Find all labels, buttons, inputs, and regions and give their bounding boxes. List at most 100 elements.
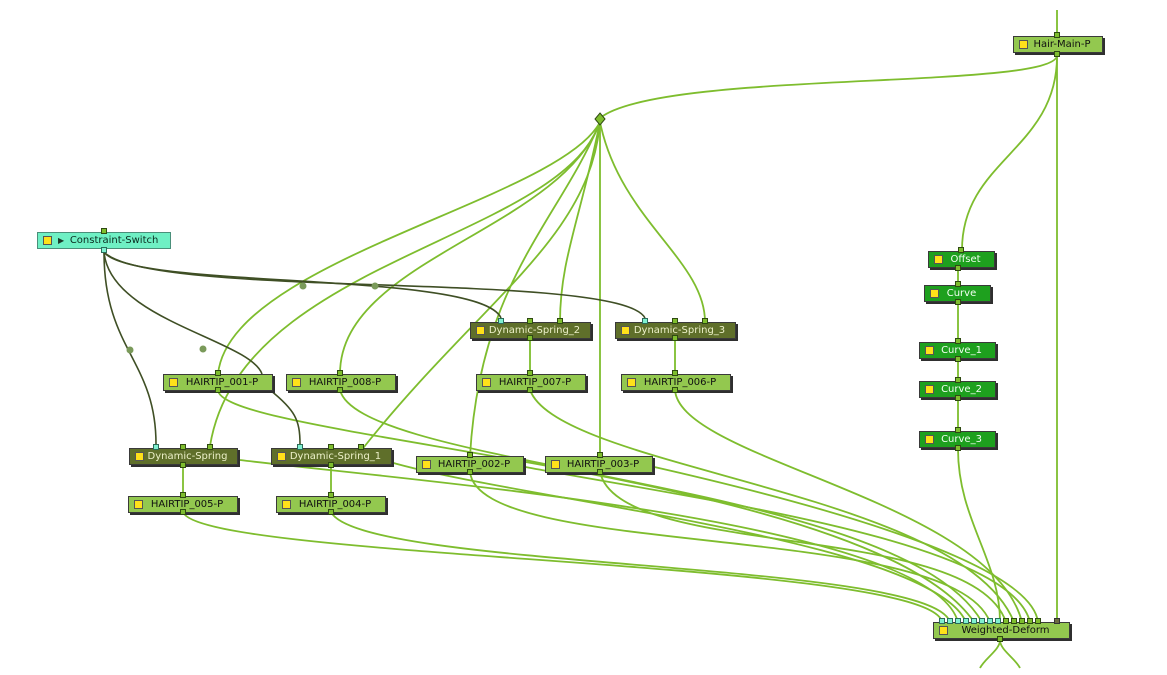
input-port[interactable] xyxy=(955,281,961,287)
output-port[interactable] xyxy=(1054,51,1060,57)
node-label: Dynamic-Spring xyxy=(147,451,228,462)
enable-toggle[interactable] xyxy=(134,500,143,509)
input-port[interactable] xyxy=(358,444,364,450)
enable-toggle[interactable] xyxy=(930,289,939,298)
input-port[interactable] xyxy=(527,370,533,376)
output-port[interactable] xyxy=(467,469,473,475)
node-label: Curve_3 xyxy=(941,434,982,445)
input-port[interactable] xyxy=(955,427,961,433)
input-port[interactable] xyxy=(702,318,708,324)
output-port[interactable] xyxy=(672,335,678,341)
enable-toggle[interactable] xyxy=(925,346,934,355)
output-port[interactable] xyxy=(101,247,107,253)
enable-toggle[interactable] xyxy=(135,452,144,461)
wire-003-deform xyxy=(599,471,1007,623)
input-port[interactable] xyxy=(180,444,186,450)
output-port[interactable] xyxy=(597,469,603,475)
input-port[interactable] xyxy=(1054,32,1060,38)
output-port[interactable] xyxy=(180,509,186,515)
input-port[interactable] xyxy=(642,318,648,324)
enable-toggle[interactable] xyxy=(422,460,431,469)
input-port[interactable] xyxy=(207,444,213,450)
input-port[interactable] xyxy=(1027,618,1033,624)
enable-toggle[interactable] xyxy=(939,626,948,635)
output-port[interactable] xyxy=(955,299,961,305)
wire-007-deform xyxy=(529,389,1015,623)
node-label: Offset xyxy=(950,254,981,265)
enable-toggle[interactable] xyxy=(277,452,286,461)
input-port[interactable] xyxy=(1054,618,1060,624)
wire-switch-ds3 xyxy=(103,251,646,319)
input-port[interactable] xyxy=(963,618,969,624)
input-port[interactable] xyxy=(947,618,953,624)
node-label: Dynamic-Spring_2 xyxy=(488,325,581,336)
input-port[interactable] xyxy=(101,228,107,234)
input-port[interactable] xyxy=(672,370,678,376)
input-port[interactable] xyxy=(955,618,961,624)
wire-008-deform xyxy=(339,389,983,623)
enable-toggle[interactable] xyxy=(621,326,630,335)
output-port[interactable] xyxy=(955,265,961,271)
enable-toggle[interactable] xyxy=(1019,40,1028,49)
input-port[interactable] xyxy=(995,618,1001,624)
output-port[interactable] xyxy=(527,387,533,393)
input-port[interactable] xyxy=(1011,618,1017,624)
wire-hairmain-offset xyxy=(961,55,1058,251)
input-port[interactable] xyxy=(527,318,533,324)
output-port[interactable] xyxy=(955,395,961,401)
output-port[interactable] xyxy=(997,636,1003,642)
enable-toggle[interactable] xyxy=(925,385,934,394)
enable-toggle[interactable] xyxy=(43,236,52,245)
enable-toggle[interactable] xyxy=(476,326,485,335)
input-port[interactable] xyxy=(328,492,334,498)
input-port[interactable] xyxy=(1035,618,1041,624)
output-port[interactable] xyxy=(337,387,343,393)
input-port[interactable] xyxy=(498,318,504,324)
input-port[interactable] xyxy=(557,318,563,324)
input-port[interactable] xyxy=(987,618,993,624)
wire-hub-ds2a xyxy=(559,121,601,323)
output-port[interactable] xyxy=(215,387,221,393)
wire-hub-ds3 xyxy=(599,121,706,323)
node-offset[interactable]: Offset xyxy=(928,251,995,268)
output-port[interactable] xyxy=(955,356,961,362)
output-port[interactable] xyxy=(328,509,334,515)
input-port[interactable] xyxy=(1003,618,1009,624)
input-port[interactable] xyxy=(597,452,603,458)
output-port[interactable] xyxy=(527,335,533,341)
input-port[interactable] xyxy=(215,370,221,376)
wire-hairmain-hub xyxy=(599,55,1058,119)
input-port[interactable] xyxy=(153,444,159,450)
enable-toggle[interactable] xyxy=(169,378,178,387)
input-port[interactable] xyxy=(955,338,961,344)
input-port[interactable] xyxy=(958,247,964,253)
input-port[interactable] xyxy=(979,618,985,624)
output-port[interactable] xyxy=(328,462,334,468)
enable-toggle[interactable] xyxy=(627,378,636,387)
enable-toggle[interactable] xyxy=(551,460,560,469)
input-port[interactable] xyxy=(337,370,343,376)
input-port[interactable] xyxy=(180,492,186,498)
input-port[interactable] xyxy=(672,318,678,324)
enable-toggle[interactable] xyxy=(925,435,934,444)
input-port[interactable] xyxy=(467,452,473,458)
enable-toggle[interactable] xyxy=(292,378,301,387)
input-port[interactable] xyxy=(297,444,303,450)
output-port[interactable] xyxy=(955,445,961,451)
output-port[interactable] xyxy=(180,462,186,468)
enable-toggle[interactable] xyxy=(934,255,943,264)
node-label: HAIRTIP_007-P xyxy=(498,377,572,388)
input-port[interactable] xyxy=(939,618,945,624)
wire-hub-diamond xyxy=(594,112,606,126)
node-label: Curve_1 xyxy=(941,345,982,356)
input-port[interactable] xyxy=(955,377,961,383)
node-curve[interactable]: Curve xyxy=(924,285,991,302)
input-port[interactable] xyxy=(971,618,977,624)
wire-deform-out-b xyxy=(999,639,1021,669)
input-port[interactable] xyxy=(328,444,334,450)
output-port[interactable] xyxy=(672,387,678,393)
enable-toggle[interactable] xyxy=(282,500,291,509)
enable-toggle[interactable] xyxy=(482,378,491,387)
input-port[interactable] xyxy=(1019,618,1025,624)
